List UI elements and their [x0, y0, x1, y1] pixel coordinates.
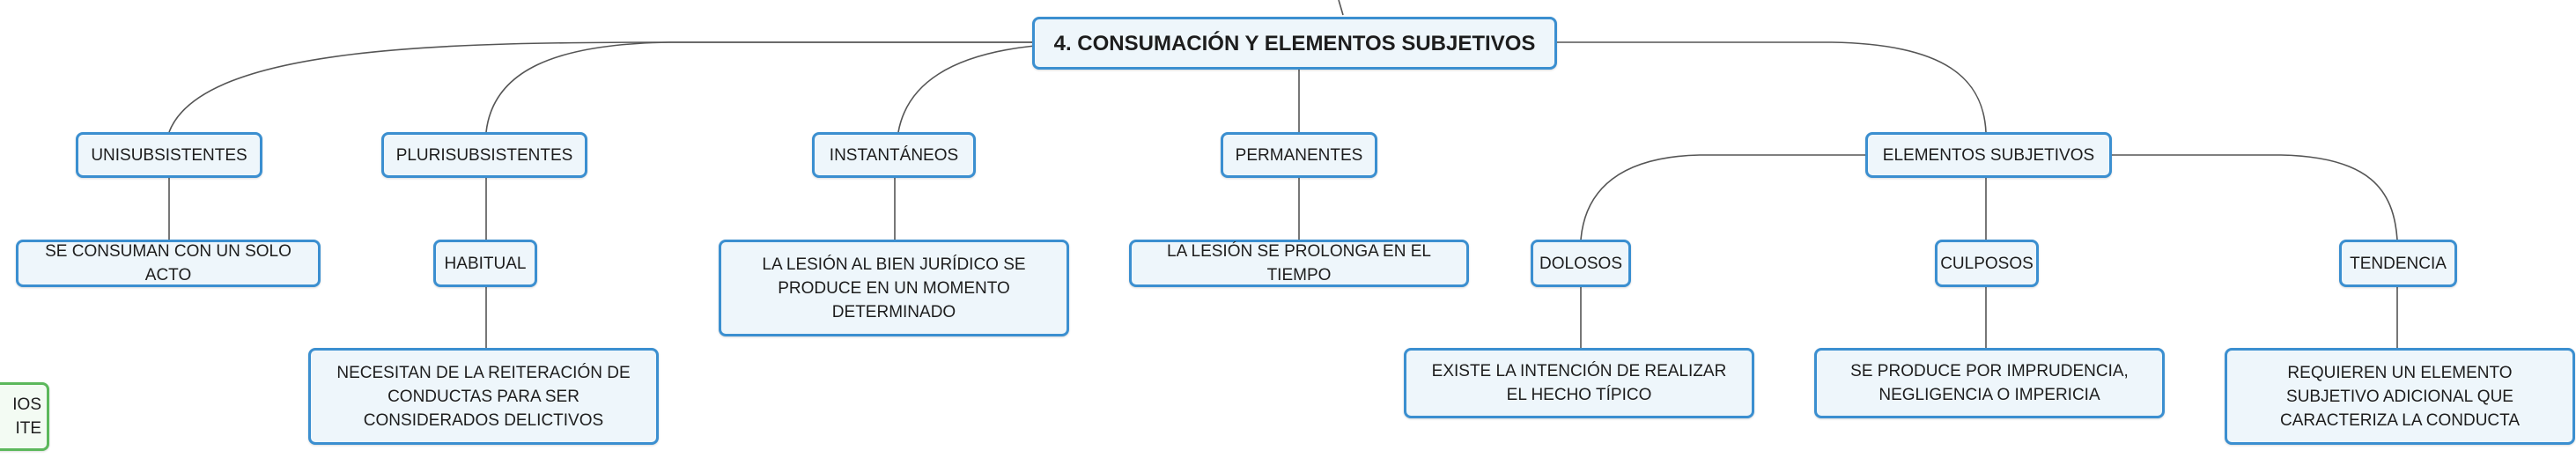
node-label: PLURISUBSISTENTES [395, 145, 573, 165]
node-offscreen-partial[interactable]: IOS ITE [0, 382, 49, 451]
node-label: PERMANENTES [1235, 145, 1363, 165]
node-label: NECESITAN DE LA REITERACIÓN DE CONDUCTAS… [336, 363, 631, 430]
node-label: SE PRODUCE POR IMPRUDENCIA, NEGLIGENCIA … [1850, 362, 2129, 404]
node-tendencia[interactable]: TENDENCIA [2339, 240, 2457, 287]
node-label: LA LESIÓN AL BIEN JURÍDICO SE PRODUCE EN… [762, 255, 1026, 321]
connector-root-unisubsistentes [168, 41, 1035, 133]
node-label: ELEMENTOS SUBJETIVOS [1882, 145, 2095, 165]
node-habitual-desc[interactable]: NECESITAN DE LA REITERACIÓN DE CONDUCTAS… [308, 348, 659, 445]
node-label: TENDENCIA [2350, 254, 2447, 273]
connector-elementos-tendencia [2109, 154, 2398, 240]
node-culposos[interactable]: CULPOSOS [1935, 240, 2039, 287]
node-label: EXISTE LA INTENCIÓN DE REALIZAR EL HECHO… [1431, 362, 1727, 404]
node-label: LA LESIÓN SE PROLONGA EN EL TIEMPO [1167, 242, 1431, 284]
connector-root-instantaneos [897, 45, 1036, 133]
node-culposos-desc[interactable]: SE PRODUCE POR IMPRUDENCIA, NEGLIGENCIA … [1814, 348, 2165, 418]
node-tendencia-desc[interactable]: REQUIEREN UN ELEMENTO SUBJETIVO ADICIONA… [2225, 348, 2575, 445]
node-label-line1: IOS [12, 395, 41, 414]
node-label: INSTANTÁNEOS [829, 145, 959, 165]
root-label: 4. CONSUMACIÓN Y ELEMENTOS SUBJETIVOS [1053, 31, 1536, 55]
connector-root-plurisubsistentes [485, 41, 1035, 133]
node-plurisubsistentes[interactable]: PLURISUBSISTENTES [381, 132, 587, 178]
node-label: UNISUBSISTENTES [91, 145, 247, 165]
node-instantaneos-desc[interactable]: LA LESIÓN AL BIEN JURÍDICO SE PRODUCE EN… [719, 240, 1069, 336]
root-node[interactable]: 4. CONSUMACIÓN Y ELEMENTOS SUBJETIVOS [1032, 17, 1557, 70]
node-permanentes-desc[interactable]: LA LESIÓN SE PROLONGA EN EL TIEMPO [1129, 240, 1469, 287]
connector-to-parent [1338, 0, 1344, 16]
node-label: DOLOSOS [1539, 254, 1622, 273]
node-unisubsistentes[interactable]: UNISUBSISTENTES [76, 132, 262, 178]
node-label-line2: ITE [15, 419, 41, 438]
node-permanentes[interactable]: PERMANENTES [1221, 132, 1377, 178]
connector-root-elementos [1554, 41, 1987, 133]
node-dolosos-desc[interactable]: EXISTE LA INTENCIÓN DE REALIZAR EL HECHO… [1404, 348, 1754, 418]
node-instantaneos[interactable]: INSTANTÁNEOS [812, 132, 976, 178]
node-label: REQUIEREN UN ELEMENTO SUBJETIVO ADICIONA… [2279, 363, 2521, 430]
node-dolosos[interactable]: DOLOSOS [1531, 240, 1631, 287]
connector-elementos-dolosos [1580, 154, 1867, 240]
node-label: HABITUAL [444, 254, 527, 273]
node-elementos-subjetivos[interactable]: ELEMENTOS SUBJETIVOS [1865, 132, 2112, 178]
node-habitual[interactable]: HABITUAL [433, 240, 537, 287]
node-label: SE CONSUMAN CON UN SOLO ACTO [45, 242, 292, 284]
node-label: CULPOSOS [1940, 254, 2033, 273]
node-unisubsistentes-desc[interactable]: SE CONSUMAN CON UN SOLO ACTO [16, 240, 321, 287]
